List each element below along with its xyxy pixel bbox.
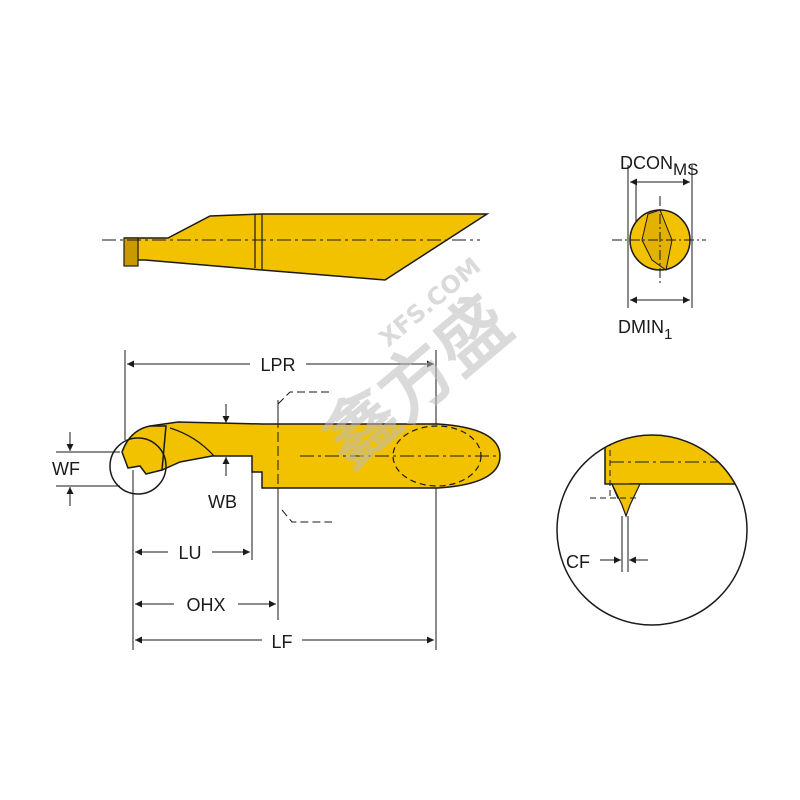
end-view: DCONMS DMIN1 [612, 153, 706, 343]
lpr-label: LPR [260, 355, 295, 375]
detail-view-tip [611, 483, 641, 518]
main-view-cutting-head [121, 425, 167, 475]
lf-label: LF [271, 632, 292, 652]
detail-view-circle [556, 434, 748, 626]
ohx-label: OHX [186, 595, 225, 615]
side-view-insert-tip [123, 237, 139, 267]
wf-label: WF [52, 459, 80, 479]
detail-view: CF [556, 434, 748, 626]
main-view-body [149, 421, 501, 489]
dcon-label: DCONMS [620, 153, 699, 179]
side-view [102, 213, 490, 281]
side-view-body [124, 213, 490, 281]
lu-label: LU [178, 543, 201, 563]
cf-label: CF [566, 552, 590, 572]
main-view: LPR WF WB LU OHX LF [52, 350, 501, 652]
tip-detail-circle [109, 437, 167, 495]
wb-label: WB [208, 492, 237, 512]
dmin-label: DMIN1 [618, 317, 672, 343]
